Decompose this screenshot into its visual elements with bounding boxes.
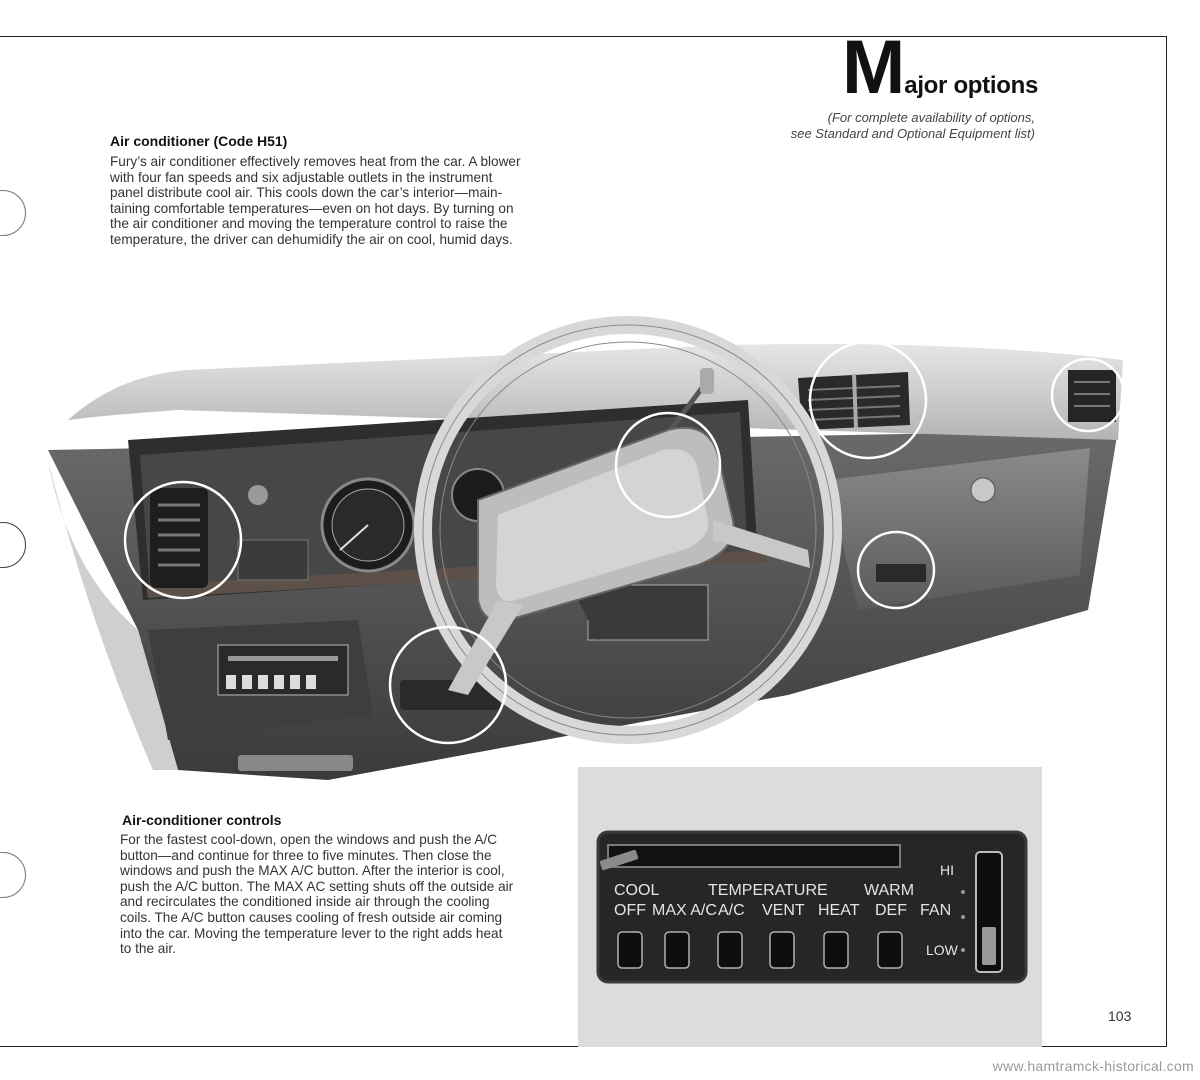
availability-line: (For complete availability of options, — [827, 110, 1035, 125]
text-line: button—and continue for three to five mi… — [120, 847, 492, 863]
fan-label: FAN — [920, 902, 951, 919]
def-label: DEF — [875, 902, 907, 919]
cool-label: COOL — [614, 882, 659, 899]
fan-hi-label: HI — [940, 862, 954, 878]
text-line: coils. The A/C button causes cooling of … — [120, 909, 503, 925]
title-rest: ajor options — [904, 72, 1038, 99]
text-line: windows and push the MAX A/C button. Aft… — [120, 863, 505, 879]
page-title: M ajor options — [842, 30, 1038, 106]
binder-hole — [0, 190, 26, 236]
page-number: 103 — [1108, 1008, 1132, 1024]
text-line: into the car. Moving the temperature lev… — [120, 925, 503, 941]
max-ac-label: MAX A/C — [652, 902, 717, 919]
ac-heading: Air conditioner (Code H51) — [110, 133, 288, 149]
binder-hole — [0, 522, 26, 568]
heat-button[interactable] — [823, 931, 849, 969]
page-border-top — [0, 36, 1167, 37]
text-line: push the A/C button. The MAX AC setting … — [120, 878, 514, 894]
text-line: with four fan speeds and six adjustable … — [110, 169, 493, 185]
max-ac-button[interactable] — [664, 931, 690, 969]
controls-heading: Air-conditioner controls — [122, 812, 282, 828]
ac-label: A/C — [718, 902, 745, 919]
availability-note: (For complete availability of options, s… — [715, 110, 1035, 142]
temperature-label: TEMPERATURE — [708, 882, 828, 899]
binder-hole — [0, 852, 26, 898]
page-border-right — [1166, 36, 1167, 1046]
warm-label: WARM — [864, 882, 914, 899]
text-line: taining comfortable temperatures—even on… — [110, 200, 514, 216]
heat-label: HEAT — [818, 902, 860, 919]
off-label: OFF — [614, 902, 646, 919]
def-button[interactable] — [877, 931, 903, 969]
fan-low-label: LOW — [926, 942, 959, 958]
text-line: For the fastest cool-down, open the wind… — [120, 832, 498, 847]
site-watermark: www.hamtramck-historical.com — [992, 1058, 1194, 1074]
ac-control-panel-photo: COOL TEMPERATURE WARM OFF MAX A/C A/C VE… — [578, 767, 1042, 1047]
text-line: temperature, the driver can dehumidify t… — [110, 231, 513, 247]
text-line: to the air. — [120, 941, 176, 957]
availability-line: see Standard and Optional Equipment list… — [790, 126, 1035, 141]
vent-button[interactable] — [769, 931, 795, 969]
dashboard-photo — [48, 316, 1126, 780]
controls-description: For the fastest cool-down, open the wind… — [120, 832, 575, 957]
text-line: and recirculates the conditioned inside … — [120, 894, 490, 910]
ac-button[interactable] — [717, 931, 743, 969]
control-panel-illustration: COOL TEMPERATURE WARM OFF MAX A/C A/C VE… — [596, 830, 1028, 984]
title-initial: M — [841, 25, 905, 110]
text-line: the air conditioner and moving the tempe… — [110, 216, 508, 232]
ac-description: Fury’s air conditioner effectively remov… — [110, 154, 590, 248]
fan-slider-knob[interactable] — [982, 927, 996, 965]
off-button[interactable] — [617, 931, 643, 969]
text-line: panel distribute cool air. This cools do… — [110, 185, 503, 201]
text-line: Fury’s air conditioner effectively remov… — [110, 154, 521, 169]
vent-label: VENT — [762, 902, 805, 919]
push-buttons — [617, 931, 903, 969]
